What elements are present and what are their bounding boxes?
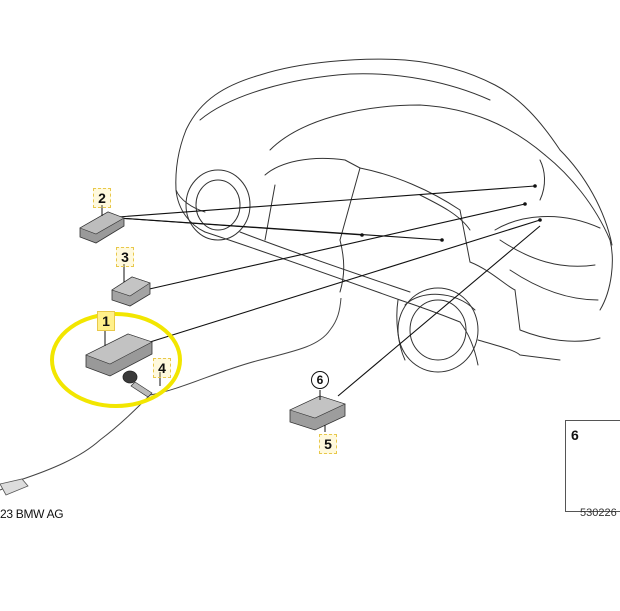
cable-plug xyxy=(0,478,29,496)
fastener-legend-box xyxy=(565,420,620,512)
callout-6-circled: 6 xyxy=(311,371,329,389)
vehicle-outline xyxy=(175,58,613,373)
callout-2: 2 xyxy=(93,188,111,208)
diagram-number: 530226 xyxy=(580,507,617,519)
part-2-module xyxy=(79,205,125,244)
callout-1: 1 xyxy=(97,311,115,331)
leader-lines xyxy=(117,185,541,397)
part-1-module xyxy=(85,330,153,377)
part-3-module xyxy=(111,264,151,307)
highlight-ring xyxy=(50,312,182,408)
legend-number: 6 xyxy=(571,427,579,443)
callout-5: 5 xyxy=(319,434,337,454)
part-4-connector xyxy=(122,370,161,398)
callout-4: 4 xyxy=(153,358,171,378)
copyright-text: 23 BMW AG xyxy=(0,507,64,521)
part-5-module xyxy=(289,390,346,432)
antenna-cable xyxy=(0,297,342,491)
callout-3: 3 xyxy=(116,247,134,267)
leader-dots xyxy=(360,184,542,242)
